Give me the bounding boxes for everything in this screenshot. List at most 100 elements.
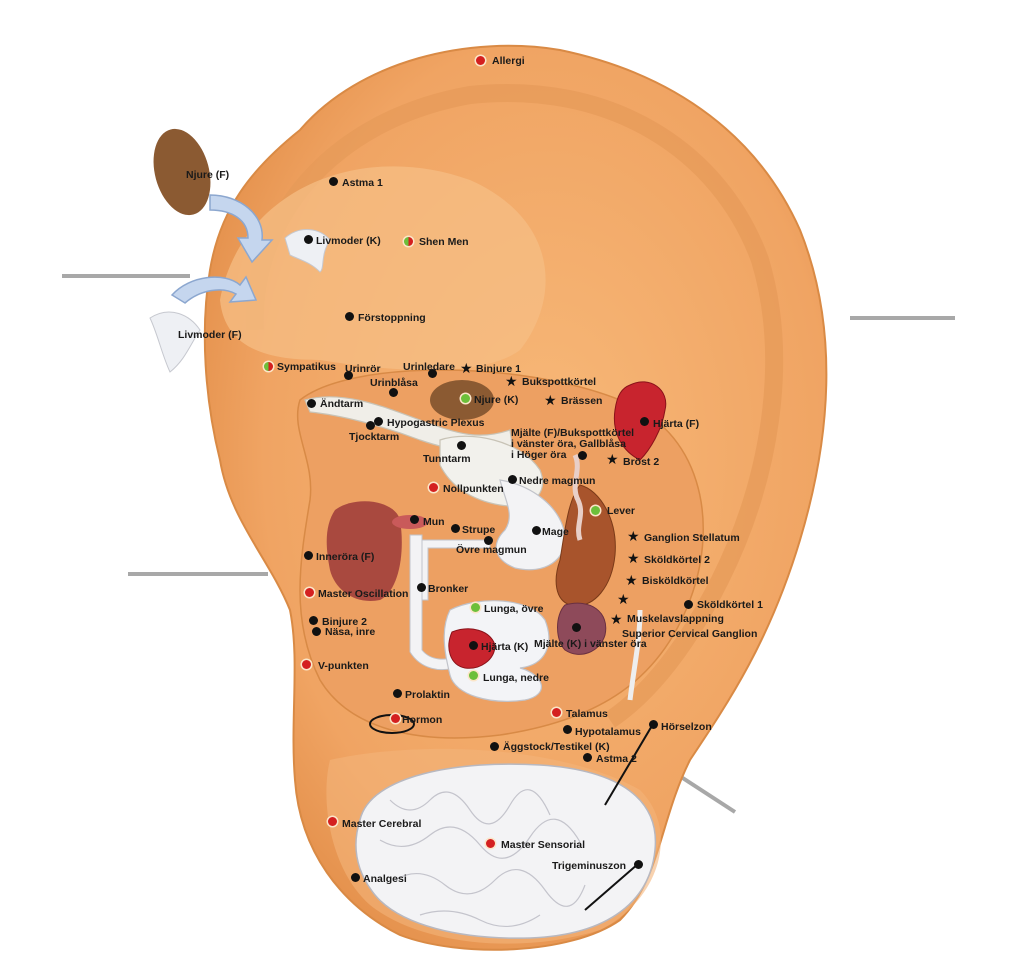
horselzon-line [604,723,654,806]
antihelix [220,166,546,370]
tunntarm-marker [456,440,466,450]
arrows [170,194,274,304]
prolaktin-label: Prolaktin [405,689,450,701]
strupe-marker [450,523,460,533]
nasa-inre-marker [311,626,321,636]
shen-men-marker [403,236,413,246]
mjalte-f-label: i vänster öra, Gallblåsa [511,438,626,450]
hjarta-f-label: Hjärta (F) [653,418,700,430]
mage-marker [531,525,541,535]
kidney-external [153,128,211,216]
horselzon-marker [648,719,658,729]
lunga-nedre-label: Lunga, nedre [483,672,549,684]
lunga-ovre-marker [470,602,480,612]
urinledare-label: Urinledare [403,361,455,373]
hjarta-f-marker [639,416,649,426]
bronker-marker [416,582,426,592]
nollpunkten-label: Nollpunkten [443,483,504,495]
analgesi-label: Analgesi [363,873,407,885]
binjure-2-label: Binjure 2 [322,616,367,628]
innerora-f-marker [303,550,313,560]
hjarta-k-label: Hjärta (K) [481,641,529,653]
shen-men-label: Shen Men [419,236,469,248]
tjocktarm-marker [365,420,375,430]
nasa-inre-label: Näsa, inre [325,626,376,638]
innerora-f-label: Inneröra (F) [316,551,375,563]
skoldkortel-2-label: Sköldkörtel 2 [644,554,710,566]
stomach [495,479,566,571]
sympatikus-label: Sympatikus [277,361,336,373]
aggstock-marker [489,741,499,751]
helix-fold [245,84,784,728]
brassen-star-icon: ★ [544,392,557,408]
mjalte-k-label: Mjälte (K) i vänster öra [534,638,647,650]
forstoppning-label: Förstoppning [358,312,426,324]
ovre-magmun-marker [483,535,493,545]
binjure-1-label: Binjure 1 [476,363,521,375]
urinblasa-label: Urinblåsa [370,377,418,389]
tunntarm-label: Tunntarm [423,453,471,465]
biskoldkortel-label: Bisköldkörtel [642,575,709,587]
extra-star-star-icon: ★ [617,591,630,607]
binjure-2-marker [308,615,318,625]
binjure-1-star-icon: ★ [460,360,473,376]
ganglion-stellatum-star-icon: ★ [627,528,640,544]
astma-1-marker [328,176,338,186]
trigeminuszon-line [584,863,639,911]
allergi-marker [475,55,485,65]
lunga-nedre-marker [468,670,478,680]
hjarta-k-marker [468,640,478,650]
nerve [627,609,643,701]
mjalte-f-label: i Höger öra [511,449,567,461]
mouth-area [326,501,402,601]
nollpunkten-marker [428,482,438,492]
skoldkortel-1-marker [683,599,693,609]
bronker-label: Bronker [428,583,469,595]
skoldkortel-1-label: Sköldkörtel 1 [697,599,763,611]
hormon-label: Hormon [402,714,443,726]
talamus-marker [551,707,561,717]
biskoldkortel-star-icon: ★ [625,572,638,588]
spleen [557,602,607,655]
hypogastric-label: Hypogastric Plexus [387,417,485,429]
lever-label: Lever [607,505,636,517]
master-cerebral-label: Master Cerebral [342,818,422,830]
uterus-internal [284,229,331,273]
bukspottkortel-star-icon: ★ [505,373,518,389]
bukspottkortel-label: Bukspottkörtel [522,376,597,388]
prolaktin-marker [392,688,402,698]
sympatikus-marker [263,361,273,371]
astma-2-label: Astma 2 [596,753,637,765]
muskelavslappning-star-icon: ★ [610,611,623,627]
trigeminuszon-label: Trigeminuszon [552,860,627,872]
ovre-magmun-label: Övre magmun [456,544,527,556]
andtarm-marker [306,398,316,408]
master-sensorial-marker [485,838,495,848]
urinror-label: Urinrör [345,363,381,375]
uterus-external [149,311,201,373]
master-sensorial-label: Master Sensorial [501,839,586,851]
allergi-label: Allergi [492,55,525,67]
urinblasa-marker [388,387,398,397]
njure-k-label: Njure (K) [474,394,519,406]
livmoder-k-marker [303,234,313,244]
nedre-magmun-label: Nedre magmun [519,475,596,487]
njure-k-marker [460,393,470,403]
nedre-magmun-marker [507,474,517,484]
hypogastric-marker [373,416,383,426]
astma-1-label: Astma 1 [342,177,383,189]
hormon-marker [390,713,400,723]
andtarm-label: Ändtarm [320,398,364,410]
talamus-label: Talamus [566,708,608,720]
aggstock-label: Äggstock/Testikel (K) [503,741,610,753]
brost-2-label: Bröst 2 [623,456,660,468]
mage-label: Mage [542,526,569,538]
ganglion-stellatum-label: Ganglion Stellatum [644,532,740,544]
superior-cervical-label: Superior Cervical Ganglion [622,628,758,640]
brassen-label: Brässen [561,395,603,407]
v-punkten-marker [301,659,311,669]
hypotalamus-label: Hypotalamus [575,726,641,738]
